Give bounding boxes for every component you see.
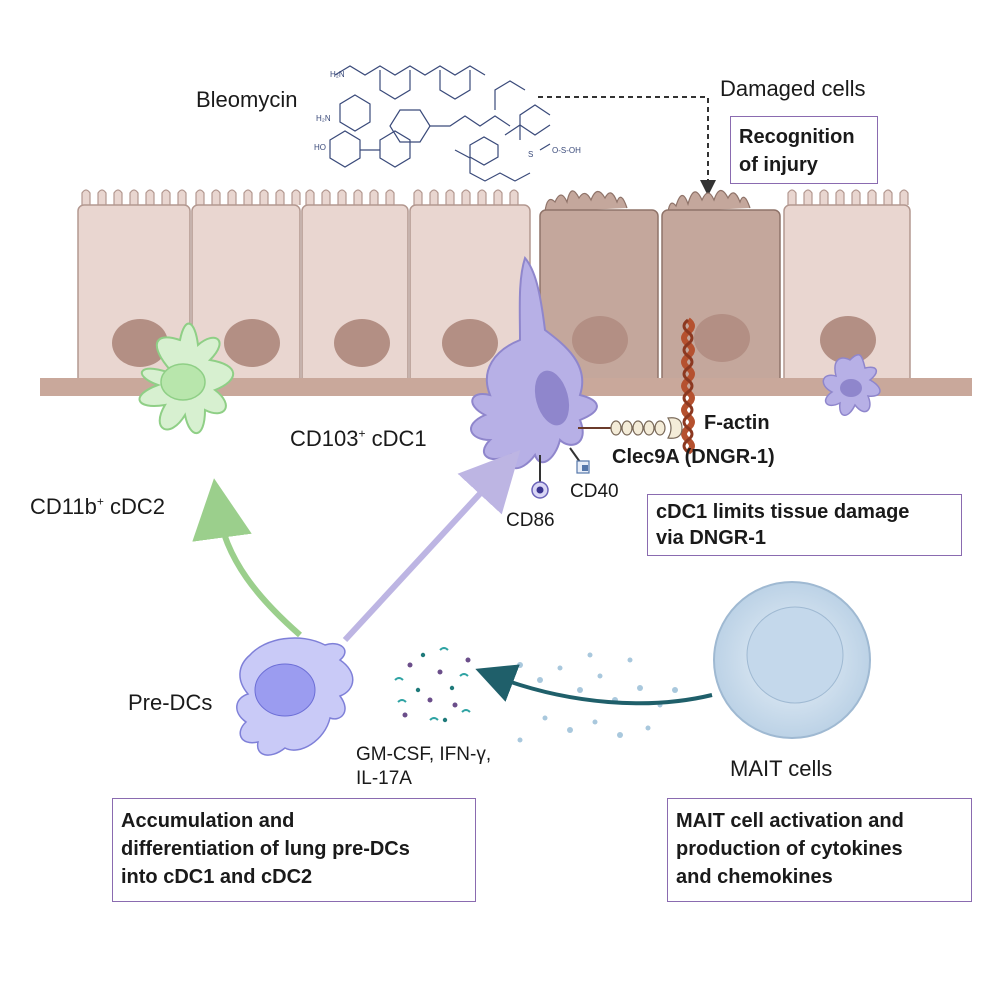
accumulation-box-line: differentiation of lung pre-DCs xyxy=(121,838,410,860)
svg-text:HO: HO xyxy=(314,143,326,152)
cdc1-cell xyxy=(470,255,598,470)
cytokines-label-line2: IL-17A xyxy=(356,768,412,789)
mait-box-line: MAIT cell activation and xyxy=(676,810,904,832)
cd86-receptor-icon xyxy=(531,455,549,499)
cd103-cdc1-label: CD103+ cDC1 xyxy=(290,426,427,451)
cd11b-cdc2-label: CD11b+ cDC2 xyxy=(30,494,165,519)
cd40-receptor-icon xyxy=(569,447,590,474)
accumulation-box-line: into cDC1 and cDC2 xyxy=(121,866,313,888)
recognition-of-injury-box: Recognition of injury xyxy=(730,116,878,184)
small-dc-cell xyxy=(822,353,881,416)
svg-text:O-S-OH: O-S-OH xyxy=(552,146,581,155)
svg-text:H₂N: H₂N xyxy=(330,70,345,79)
mait-cells-label: MAIT cells xyxy=(730,756,833,781)
cdc1-box-line: cDC1 limits tissue damage xyxy=(656,501,910,523)
cdc1-box-line: via DNGR-1 xyxy=(656,527,767,549)
mait-activation-box: MAIT cell activation and production of c… xyxy=(667,798,972,902)
damaged-cells-label: Damaged cells xyxy=(720,76,866,101)
recognition-box-line: of injury xyxy=(739,154,818,176)
predc-to-cdc2-arrow xyxy=(192,478,302,638)
mait-to-cytokines-arrow xyxy=(475,664,713,706)
clec9a-label: Clec9A (DNGR-1) xyxy=(612,446,775,468)
cytokine-dots-icon xyxy=(394,647,678,743)
bleomycin-label: Bleomycin xyxy=(196,87,298,112)
mait-box-line: and chemokines xyxy=(676,866,833,888)
injury-dashed-arrow xyxy=(538,96,716,196)
accumulation-box-line: Accumulation and xyxy=(121,810,295,832)
clec9a-receptor-icon xyxy=(578,417,683,439)
svg-text:S: S xyxy=(528,150,533,159)
pre-dcs-label: Pre-DCs xyxy=(128,690,213,715)
cd40-label: CD40 xyxy=(570,481,619,502)
f-actin-label: F-actin xyxy=(704,412,770,434)
accumulation-box: Accumulation and differentiation of lung… xyxy=(112,798,476,902)
bleomycin-structure-icon: H₂N H₂N HO S O-S-OH xyxy=(314,65,581,182)
recognition-box-line: Recognition xyxy=(739,126,855,148)
mait-cell xyxy=(713,581,871,739)
cdc2-cell xyxy=(138,322,235,435)
svg-text:H₂N: H₂N xyxy=(316,114,331,123)
cdc1-limits-damage-box: cDC1 limits tissue damage via DNGR-1 xyxy=(647,494,962,556)
mait-box-line: production of cytokines xyxy=(676,838,903,860)
f-actin-filament-icon xyxy=(681,317,695,455)
cd86-label: CD86 xyxy=(506,510,555,531)
cytokines-label-line1: GM-CSF, IFN-γ, xyxy=(356,744,492,765)
pre-dc-cell xyxy=(236,637,354,756)
predc-to-cdc1-arrow xyxy=(342,449,521,643)
